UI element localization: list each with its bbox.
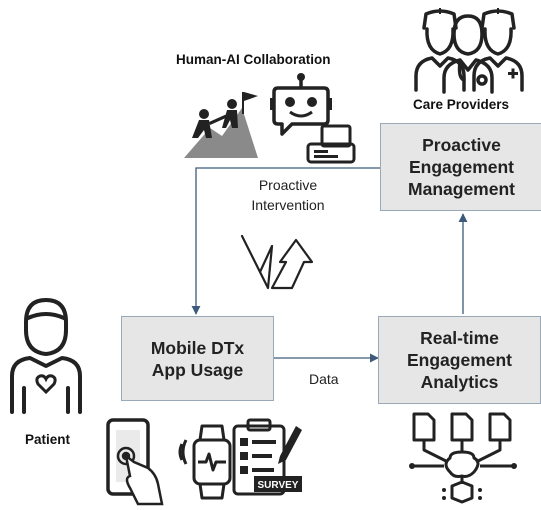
analytics-box: Real-time Engagement Analytics [378,316,541,404]
climbing-people-icon [184,92,258,158]
data-label: Data [309,371,339,387]
survey-icon: SURVEY [232,418,302,496]
smartwatch-icon [178,424,232,500]
intervention-arrow [191,167,380,315]
care-providers-label: Care Providers [413,97,510,112]
patient-icon [10,298,82,414]
smartphone-touch-icon [106,418,164,506]
analytics-network-icon [409,412,517,504]
computer-icon [306,124,356,164]
proactive-intervention-label: Proactive Intervention [251,177,325,213]
human-ai-label: Human-AI Collaboration [176,52,331,67]
survey-tag-text: SURVEY [258,480,299,491]
robot-chat-icon [270,73,332,136]
care-providers-icon [414,8,524,94]
intervention-arrow-icon [240,234,314,290]
app-usage-box: Mobile DTx App Usage [121,316,274,401]
patient-label: Patient [25,432,71,447]
engagement-management-box: Proactive Engagement Management [380,123,541,211]
